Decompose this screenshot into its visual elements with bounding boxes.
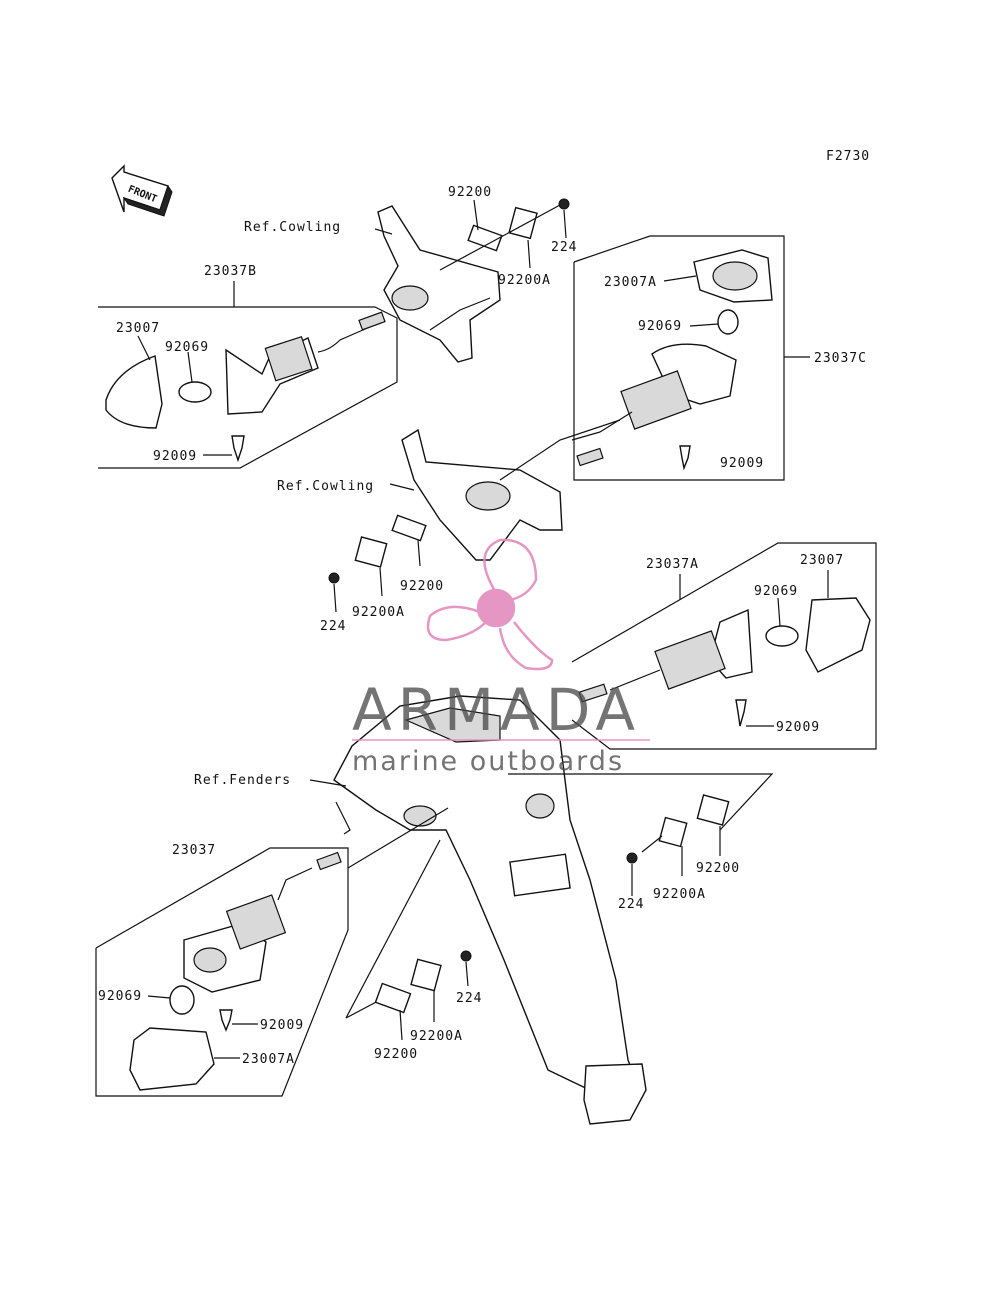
- callout-92069-right: 92069: [638, 319, 682, 334]
- diagram-code: F2730: [826, 149, 870, 164]
- rear-fender: [309, 695, 647, 1125]
- cowling-bracket-mid: [389, 419, 621, 561]
- callout-23037C: 23037C: [814, 351, 867, 366]
- watermark-tagline: marine outboards: [352, 746, 624, 777]
- watermark-brand: ARMADA: [352, 676, 641, 744]
- callout-224-bottom-right: 224: [618, 897, 644, 912]
- plates-bottom-right: [508, 773, 774, 896]
- callout-23037B: 23037B: [204, 264, 257, 279]
- callout-92200A-top: 92200A: [498, 273, 551, 288]
- propeller-logo-icon: [426, 538, 554, 671]
- callout-92009-bottom-left: 92009: [260, 1018, 304, 1033]
- callout-92009-left: 92009: [153, 449, 197, 464]
- callout-92200A-bottom-right: 92200A: [653, 887, 706, 902]
- ref-fenders: Ref.Fenders: [194, 773, 291, 788]
- assembly-23037C: [571, 235, 810, 481]
- ref-cowling-top: Ref.Cowling: [244, 220, 341, 235]
- callout-23037A: 23037A: [646, 557, 699, 572]
- callout-92009-right2: 92009: [776, 720, 820, 735]
- lens-23007A-bottom: [129, 1027, 215, 1091]
- callout-92200-mid: 92200: [400, 579, 444, 594]
- lens-23007-right: [805, 597, 871, 673]
- callout-92200-bottom-right: 92200: [696, 861, 740, 876]
- assembly-23037: [95, 807, 449, 1097]
- cowling-bracket-top: [374, 205, 501, 363]
- assembly-23037B: [98, 281, 398, 469]
- callout-92200-top: 92200: [448, 185, 492, 200]
- callout-23007-left: 23007: [116, 321, 160, 336]
- callout-23007-right2: 23007: [800, 553, 844, 568]
- ref-cowling-mid: Ref.Cowling: [277, 479, 374, 494]
- plates-bottom-center: [345, 839, 472, 1041]
- callout-23007A-bottom-left: 23007A: [242, 1052, 295, 1067]
- callout-224-top: 224: [551, 240, 577, 255]
- callout-92069-right2: 92069: [754, 584, 798, 599]
- callout-23037: 23037: [172, 843, 216, 858]
- armada-watermark: ARMADA marine outboards: [352, 538, 650, 777]
- callout-92200A-bottom-center: 92200A: [410, 1029, 463, 1044]
- callout-92009-right: 92009: [720, 456, 764, 471]
- callout-23007A-right: 23007A: [604, 275, 657, 290]
- lens-23007-left: [105, 355, 163, 429]
- callout-92200-bottom-center: 92200: [374, 1047, 418, 1062]
- plates-mid: [328, 514, 427, 613]
- callout-92200A-mid: 92200A: [352, 605, 405, 620]
- callout-224-bottom-center: 224: [456, 991, 482, 1006]
- assembly-23037A: [571, 542, 877, 750]
- callout-224-mid: 224: [320, 619, 346, 634]
- plates-top: [439, 198, 570, 271]
- callout-92069-bottom-left: 92069: [98, 989, 142, 1004]
- callout-92069-left: 92069: [165, 340, 209, 355]
- front-arrow-icon: FRONT: [111, 164, 173, 217]
